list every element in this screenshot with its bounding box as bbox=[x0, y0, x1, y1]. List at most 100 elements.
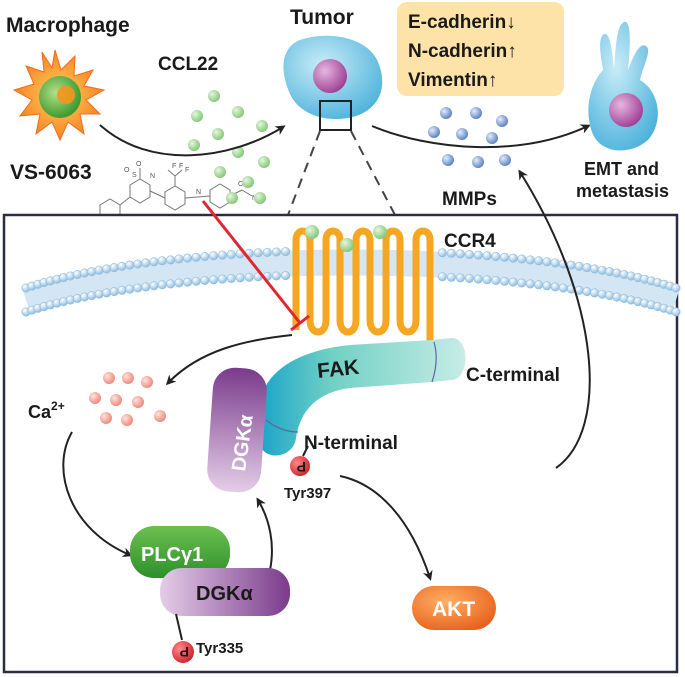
phospholipid-head bbox=[166, 255, 176, 265]
fak-label: FAK bbox=[316, 356, 360, 383]
phospho-tyr335-p: P bbox=[180, 644, 189, 660]
macrophage-icon bbox=[12, 49, 106, 142]
phospholipid-head bbox=[209, 251, 219, 261]
ccr4-to-calcium-arrow bbox=[165, 334, 293, 386]
phospholipid-head bbox=[500, 276, 510, 286]
phospholipid-head bbox=[605, 291, 615, 301]
phospholipid-head bbox=[525, 255, 535, 265]
phospholipid-head bbox=[209, 275, 219, 285]
svg-text:O: O bbox=[136, 161, 142, 168]
phospholipid-head bbox=[437, 248, 447, 258]
dgka-recruitment-arrow bbox=[256, 497, 273, 571]
phospholipid-head bbox=[517, 254, 527, 264]
phospholipid-head bbox=[517, 278, 527, 288]
mmps-label: MMPs bbox=[442, 189, 497, 210]
ccr4-receptor bbox=[292, 227, 436, 358]
fak-to-akt-arrow bbox=[339, 475, 433, 581]
vs6063-label: VS-6063 bbox=[10, 161, 92, 184]
zoom-box-icon bbox=[319, 100, 352, 131]
phospholipid-head bbox=[491, 252, 501, 262]
plcg1-label: PLCγ1 bbox=[141, 544, 203, 566]
phospholipid-head bbox=[191, 276, 201, 286]
emt-marker-vimentin: Vimentin↑ bbox=[408, 70, 497, 91]
phospholipid-head bbox=[166, 279, 176, 289]
tumor-cell-icon bbox=[283, 35, 383, 120]
phospholipid-head bbox=[464, 250, 474, 260]
phospholipid-head bbox=[94, 265, 104, 275]
phospholipid-head bbox=[141, 258, 151, 268]
emt-marker-ecadherin: E-cadherin↓ bbox=[408, 12, 516, 33]
phospholipid-head bbox=[244, 272, 254, 282]
svg-text:S: S bbox=[132, 172, 137, 179]
phospholipid-head bbox=[117, 285, 127, 295]
phospholipid-head bbox=[605, 267, 615, 277]
phospholipid-head bbox=[117, 261, 127, 271]
calcium-label: Ca2+ bbox=[28, 399, 65, 422]
dgka-fak-bound bbox=[207, 367, 267, 493]
phospholipid-head bbox=[455, 273, 465, 283]
phospholipid-head bbox=[550, 282, 560, 292]
tyr397-label: Tyr397 bbox=[284, 485, 331, 502]
phospholipid-head bbox=[157, 256, 167, 266]
phospholipid-head bbox=[590, 264, 600, 274]
phospholipid-head bbox=[446, 272, 456, 282]
fak-protein bbox=[258, 338, 466, 456]
svg-text:F: F bbox=[179, 163, 183, 170]
akt-protein bbox=[412, 586, 496, 630]
ccr4-label: CCR4 bbox=[444, 231, 496, 252]
phospho-tyr397-icon bbox=[290, 445, 310, 476]
svg-text:O: O bbox=[238, 181, 244, 188]
phospholipid-head bbox=[133, 259, 143, 269]
svg-text:O: O bbox=[124, 167, 130, 174]
emt-metastasis-label-line2: metastasis bbox=[576, 181, 669, 201]
phospholipid-head bbox=[102, 264, 112, 274]
phospho-tyr335-icon bbox=[172, 613, 194, 663]
metastatic-cell-icon bbox=[588, 21, 658, 151]
phospholipid-head bbox=[174, 254, 184, 264]
phospholipid-head bbox=[200, 252, 210, 262]
macrophage-to-tumor-arrow bbox=[99, 124, 286, 157]
calcium-to-plcg1-arrow bbox=[62, 431, 133, 557]
phospholipid-head bbox=[226, 273, 236, 283]
emt-metastasis-label-line1: EMT and bbox=[584, 159, 659, 179]
phospholipid-head bbox=[174, 278, 184, 288]
svg-text:N: N bbox=[150, 173, 155, 180]
zoom-line-right bbox=[350, 130, 396, 216]
svg-text:F: F bbox=[185, 167, 189, 174]
phospholipid-head bbox=[191, 252, 201, 262]
bound-ccl22 bbox=[305, 225, 387, 252]
phospholipid-head bbox=[183, 277, 193, 287]
svg-text:N: N bbox=[196, 189, 201, 196]
phospholipid-head bbox=[542, 281, 552, 291]
phospholipid-head bbox=[500, 252, 510, 262]
phospholipid-head bbox=[597, 265, 607, 275]
phospholipid-head bbox=[508, 277, 518, 287]
phospholipid-head bbox=[271, 247, 281, 257]
phospholipid-head bbox=[508, 253, 518, 263]
phospholipid-head bbox=[87, 267, 97, 277]
phospholipid-head bbox=[94, 289, 104, 299]
phospholipid-head bbox=[125, 260, 135, 270]
emt-marker-ncadherin: N-cadherin↑ bbox=[408, 41, 517, 62]
ccl22-molecules bbox=[188, 90, 270, 204]
svg-text:F: F bbox=[172, 163, 176, 170]
phospholipid-head bbox=[183, 253, 193, 263]
phospholipid-head bbox=[271, 271, 281, 281]
phospho-tyr397-p: P bbox=[297, 459, 306, 475]
phospholipid-head bbox=[262, 247, 272, 257]
phospholipid-head bbox=[235, 273, 245, 283]
plcg1-protein bbox=[130, 526, 230, 578]
phospholipid-head bbox=[473, 274, 483, 284]
tumor-label: Tumor bbox=[290, 6, 354, 29]
vs6063-inhibition-bar bbox=[290, 314, 310, 332]
phospholipid-head bbox=[217, 250, 227, 260]
phospholipid-head bbox=[87, 291, 97, 301]
phospholipid-head bbox=[226, 250, 236, 260]
phospholipid-head bbox=[281, 271, 291, 281]
phospholipid-head bbox=[534, 280, 544, 290]
ccl22-label: CCL22 bbox=[158, 54, 218, 75]
phospholipid-head bbox=[558, 283, 568, 293]
phospholipid-head bbox=[671, 283, 681, 293]
phospholipid-head bbox=[437, 272, 447, 282]
